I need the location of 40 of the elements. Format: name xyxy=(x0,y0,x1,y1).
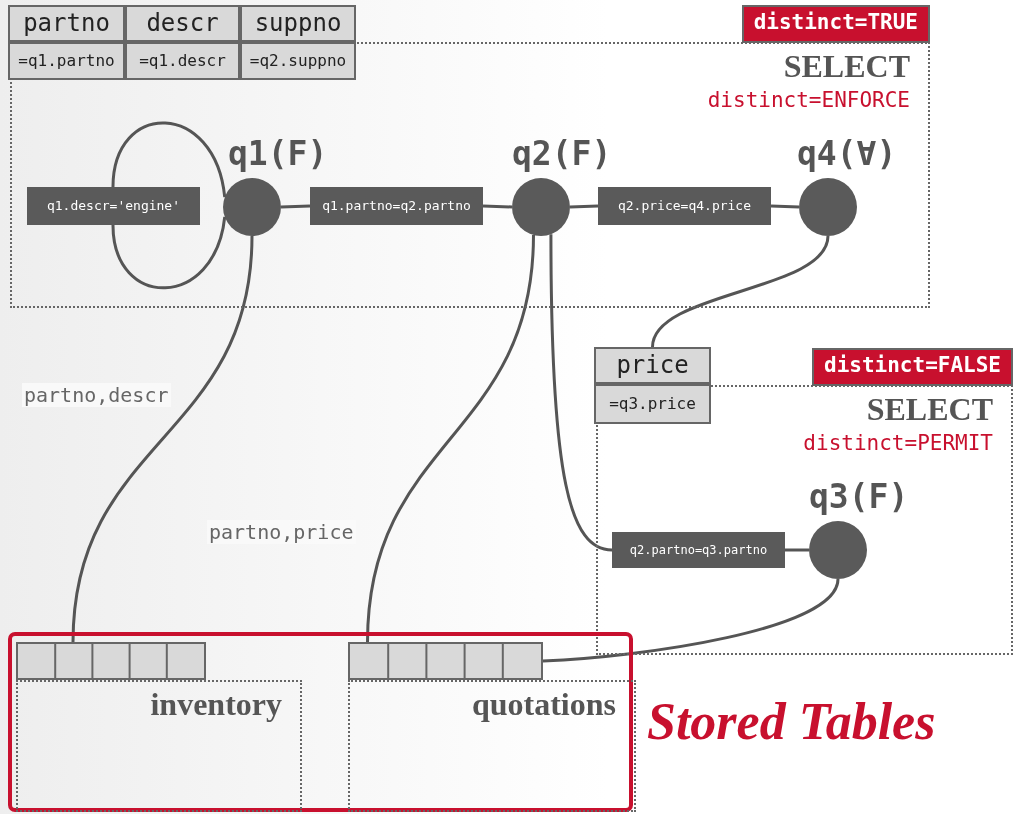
select-heading: SELECT xyxy=(866,391,993,427)
stored-tables-frame xyxy=(8,632,633,812)
column-expression: =q1.partno xyxy=(8,42,125,80)
table-name: quotations xyxy=(471,685,616,724)
column-expression: =q2.suppno xyxy=(240,42,356,80)
column-header: partno xyxy=(8,5,125,42)
connector-line xyxy=(542,578,840,663)
connector-line xyxy=(651,235,830,348)
column-header: descr xyxy=(125,5,240,42)
connector-line xyxy=(111,216,227,290)
column-strip xyxy=(348,642,543,680)
connector-line xyxy=(770,204,800,209)
quantifier-label: q3(F) xyxy=(809,477,909,517)
column-header: suppno xyxy=(240,5,356,42)
connector-line xyxy=(785,548,809,552)
predicate-box: q1.descr='engine' xyxy=(27,187,200,225)
column-expression: =q1.descr xyxy=(125,42,240,80)
connector-line xyxy=(569,204,599,209)
edge-label: partno,price xyxy=(207,520,356,544)
quantifier-label: q2(F) xyxy=(512,134,612,174)
quantifier-label: q1(F) xyxy=(228,134,328,174)
distinct-badge: distinct=TRUE xyxy=(741,5,930,43)
connector-line xyxy=(366,234,535,643)
connector-line xyxy=(549,234,613,552)
quantifier-label: q4(∀) xyxy=(797,134,897,174)
distinct-setting: distinct=PERMIT xyxy=(803,430,993,456)
stored-tables-title: Stored Tables xyxy=(647,692,936,752)
connector-line xyxy=(71,235,254,643)
table-name: inventory xyxy=(150,685,282,724)
edge-label: partno,descr xyxy=(22,383,171,407)
predicate-box: q1.partno=q2.partno xyxy=(310,187,483,225)
connector-line xyxy=(280,204,311,209)
distinct-setting: distinct=ENFORCE xyxy=(707,87,910,113)
predicate-box: q2.partno=q3.partno xyxy=(612,532,785,568)
distinct-badge: distinct=FALSE xyxy=(812,348,1013,386)
select-heading: SELECT xyxy=(783,48,910,84)
connector-line xyxy=(111,121,227,198)
connector-line xyxy=(482,204,513,209)
predicate-box: q2.price=q4.price xyxy=(598,187,771,225)
column-strip xyxy=(16,642,206,680)
